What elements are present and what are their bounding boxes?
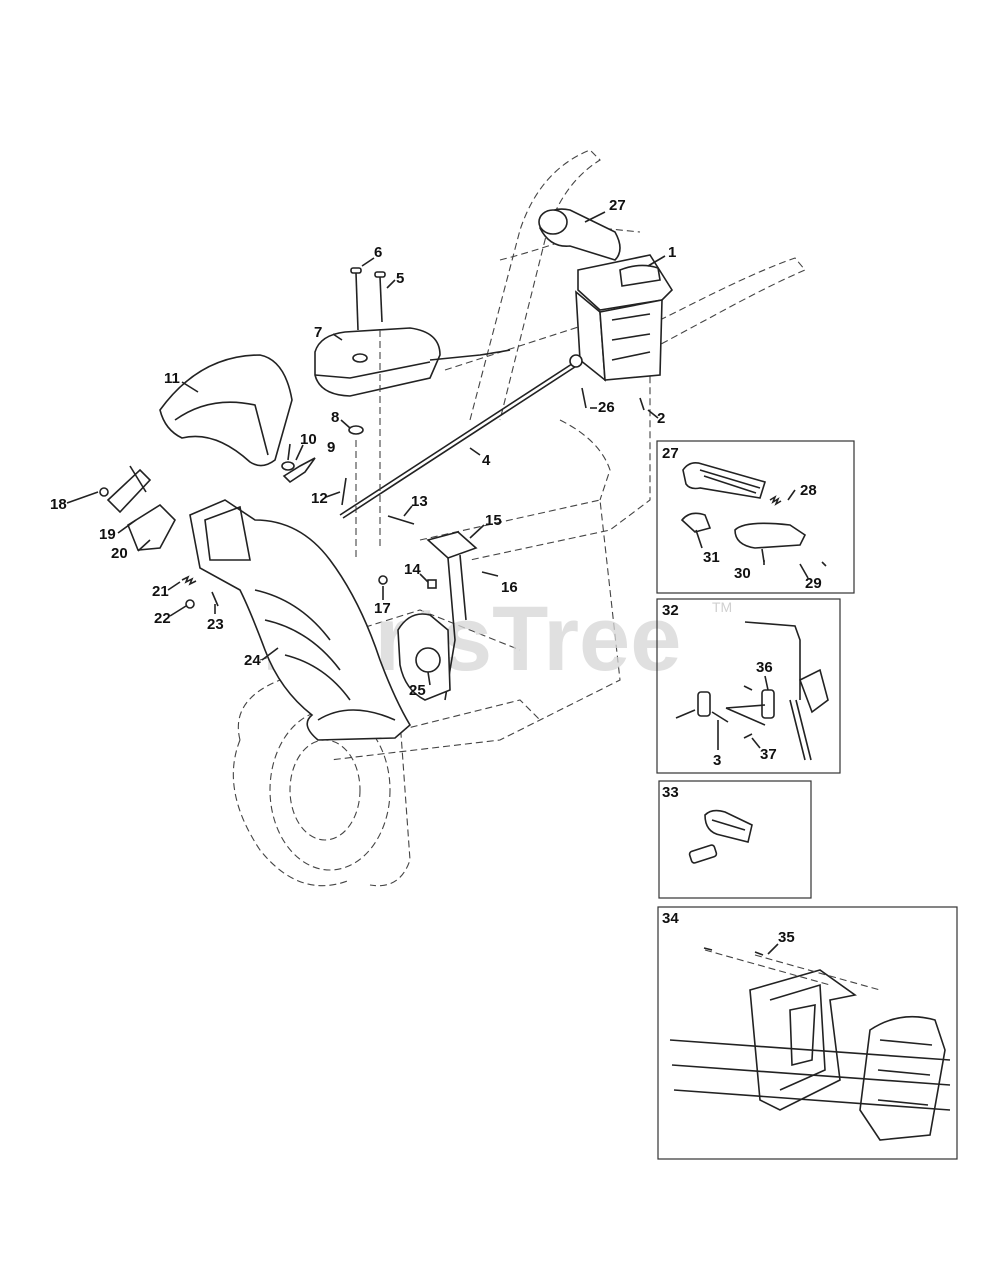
assembly-guide-lines <box>355 330 381 560</box>
part-20-pivot <box>127 503 176 551</box>
callout-3: 3 <box>713 752 721 769</box>
part-23-bolt <box>211 591 219 607</box>
part-21-spring <box>181 575 197 586</box>
callout-labels: 27 1 6 5 7 11 8 26 2 10 9 4 27 28 18 12 … <box>50 197 822 946</box>
part-24-chute <box>189 499 412 741</box>
part-14-nut <box>427 579 437 589</box>
callout-36: 36 <box>756 659 773 676</box>
callout-26: 26 <box>598 399 615 416</box>
part-13-bolt <box>387 515 415 525</box>
callout-23: 23 <box>207 616 224 633</box>
callout-20: 20 <box>111 545 128 562</box>
part-10-washer <box>281 461 295 471</box>
callout-32: 32 <box>662 602 679 619</box>
callout-10: 10 <box>300 431 317 448</box>
callout-25: 25 <box>409 682 426 699</box>
detail-34-console-assembly <box>669 947 951 1141</box>
callout-34: 34 <box>662 910 679 927</box>
leader-lines <box>66 211 809 955</box>
callout-16: 16 <box>501 579 518 596</box>
machine-ghost-outline <box>232 149 806 887</box>
callout-8: 8 <box>331 409 339 426</box>
callout-35: 35 <box>778 929 795 946</box>
part-12-pin <box>341 477 347 506</box>
part-19-bracket <box>106 465 152 514</box>
callout-29: 29 <box>805 575 822 592</box>
part-2-screw <box>639 397 645 411</box>
detail-box-27 <box>656 440 855 594</box>
callout-4: 4 <box>482 452 491 469</box>
callout-15: 15 <box>485 512 502 529</box>
part-5-bolt <box>374 271 386 323</box>
callout-11: 11 <box>164 370 180 387</box>
part-15-bracket <box>426 531 478 701</box>
callout-2: 2 <box>657 410 665 427</box>
detail-27-grip-assembly <box>680 462 827 567</box>
callout-12: 12 <box>311 490 328 507</box>
callout-21: 21 <box>152 583 169 600</box>
part-26-screw <box>581 387 587 409</box>
part-6-bolt <box>350 267 362 331</box>
part-25-gear-housing <box>397 613 451 701</box>
callout-19: 19 <box>99 526 116 543</box>
watermark-trademark: TM <box>712 599 732 615</box>
part-1-console <box>575 254 674 382</box>
callout-28: 28 <box>800 482 817 499</box>
part-18-nut <box>99 487 109 497</box>
callout-1: 1 <box>668 244 676 261</box>
callout-13: 13 <box>411 493 428 510</box>
part-7-cover <box>314 327 511 397</box>
callout-18: 18 <box>50 496 67 513</box>
detail-33-trigger-kit <box>688 809 753 864</box>
detail-32-shift-lever <box>675 621 829 761</box>
callout-22: 22 <box>154 610 171 627</box>
callout-7: 7 <box>314 324 322 341</box>
callout-17: 17 <box>374 600 391 617</box>
callout-33: 33 <box>662 784 679 801</box>
callout-5: 5 <box>396 270 404 287</box>
callout-14: 14 <box>404 561 421 578</box>
part-17-nut <box>378 575 388 585</box>
part-27-handle-grip <box>538 208 621 261</box>
detail-box-33 <box>658 780 812 899</box>
callout-24: 24 <box>244 652 261 669</box>
callout-27: 27 <box>609 197 626 214</box>
part-9-wing-knob <box>282 457 316 484</box>
part-8-washer <box>348 425 364 435</box>
callout-30: 30 <box>734 565 751 582</box>
callout-37: 37 <box>760 746 777 763</box>
callout-31: 31 <box>703 549 720 566</box>
callout-27b: 27 <box>662 445 679 462</box>
part-16-bolt <box>481 571 499 577</box>
callout-9: 9 <box>327 439 335 456</box>
callout-6: 6 <box>374 244 382 261</box>
part-11-deflector <box>159 354 293 467</box>
part-22-nut <box>185 599 195 609</box>
detail-box-32 <box>656 598 841 774</box>
detail-box-34 <box>657 906 958 1160</box>
